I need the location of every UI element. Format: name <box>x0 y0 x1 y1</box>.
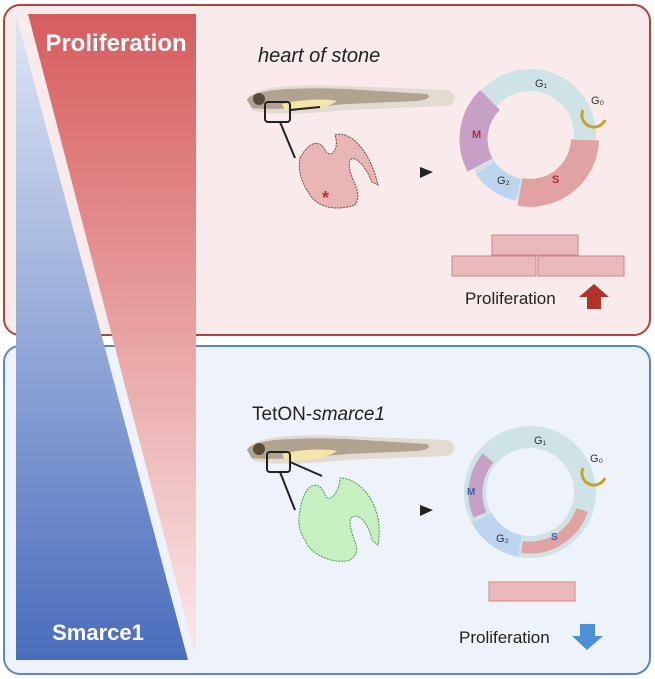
enlarged-heart <box>298 133 379 209</box>
smarce1-gradient-triangle <box>16 14 188 660</box>
heart-zoom-box <box>264 101 291 123</box>
svg-text:G₀: G₀ <box>591 95 604 107</box>
arrow-down-icon <box>572 624 603 650</box>
asterisk-icon: * <box>322 188 329 208</box>
arrow-up-icon <box>579 284 609 309</box>
svg-text:M: M <box>472 129 481 141</box>
svg-text:M: M <box>467 487 475 498</box>
proliferation-gradient-triangle <box>28 14 196 658</box>
top-result-label: Proliferation <box>465 289 556 308</box>
normal-heart <box>298 477 380 562</box>
cardiomyocytes-top <box>451 234 625 277</box>
proliferation-label: Proliferation <box>45 30 186 57</box>
arrow-icon <box>420 167 433 178</box>
cardiomyocyte-bottom <box>488 581 576 602</box>
svg-text:S: S <box>551 532 558 543</box>
smarce1-label: Smarce1 <box>52 620 144 645</box>
hst-title: heart of stone <box>258 45 380 67</box>
svg-text:G₂: G₂ <box>497 175 510 187</box>
bottom-result-label: Proliferation <box>459 628 550 647</box>
arrow-icon <box>420 505 433 516</box>
teton-title: TetON-smarce1 <box>252 404 385 425</box>
svg-text:G₂: G₂ <box>496 533 509 545</box>
cell-cycle-top: G₁ G₀ M S G₂ <box>459 69 607 207</box>
svg-text:G₀: G₀ <box>590 453 603 465</box>
svg-text:S: S <box>552 174 559 186</box>
cell-cycle-bottom: G₁ G₀ M S G₂ <box>464 426 607 558</box>
svg-text:G₁: G₁ <box>534 435 547 447</box>
svg-text:G₁: G₁ <box>535 78 548 90</box>
